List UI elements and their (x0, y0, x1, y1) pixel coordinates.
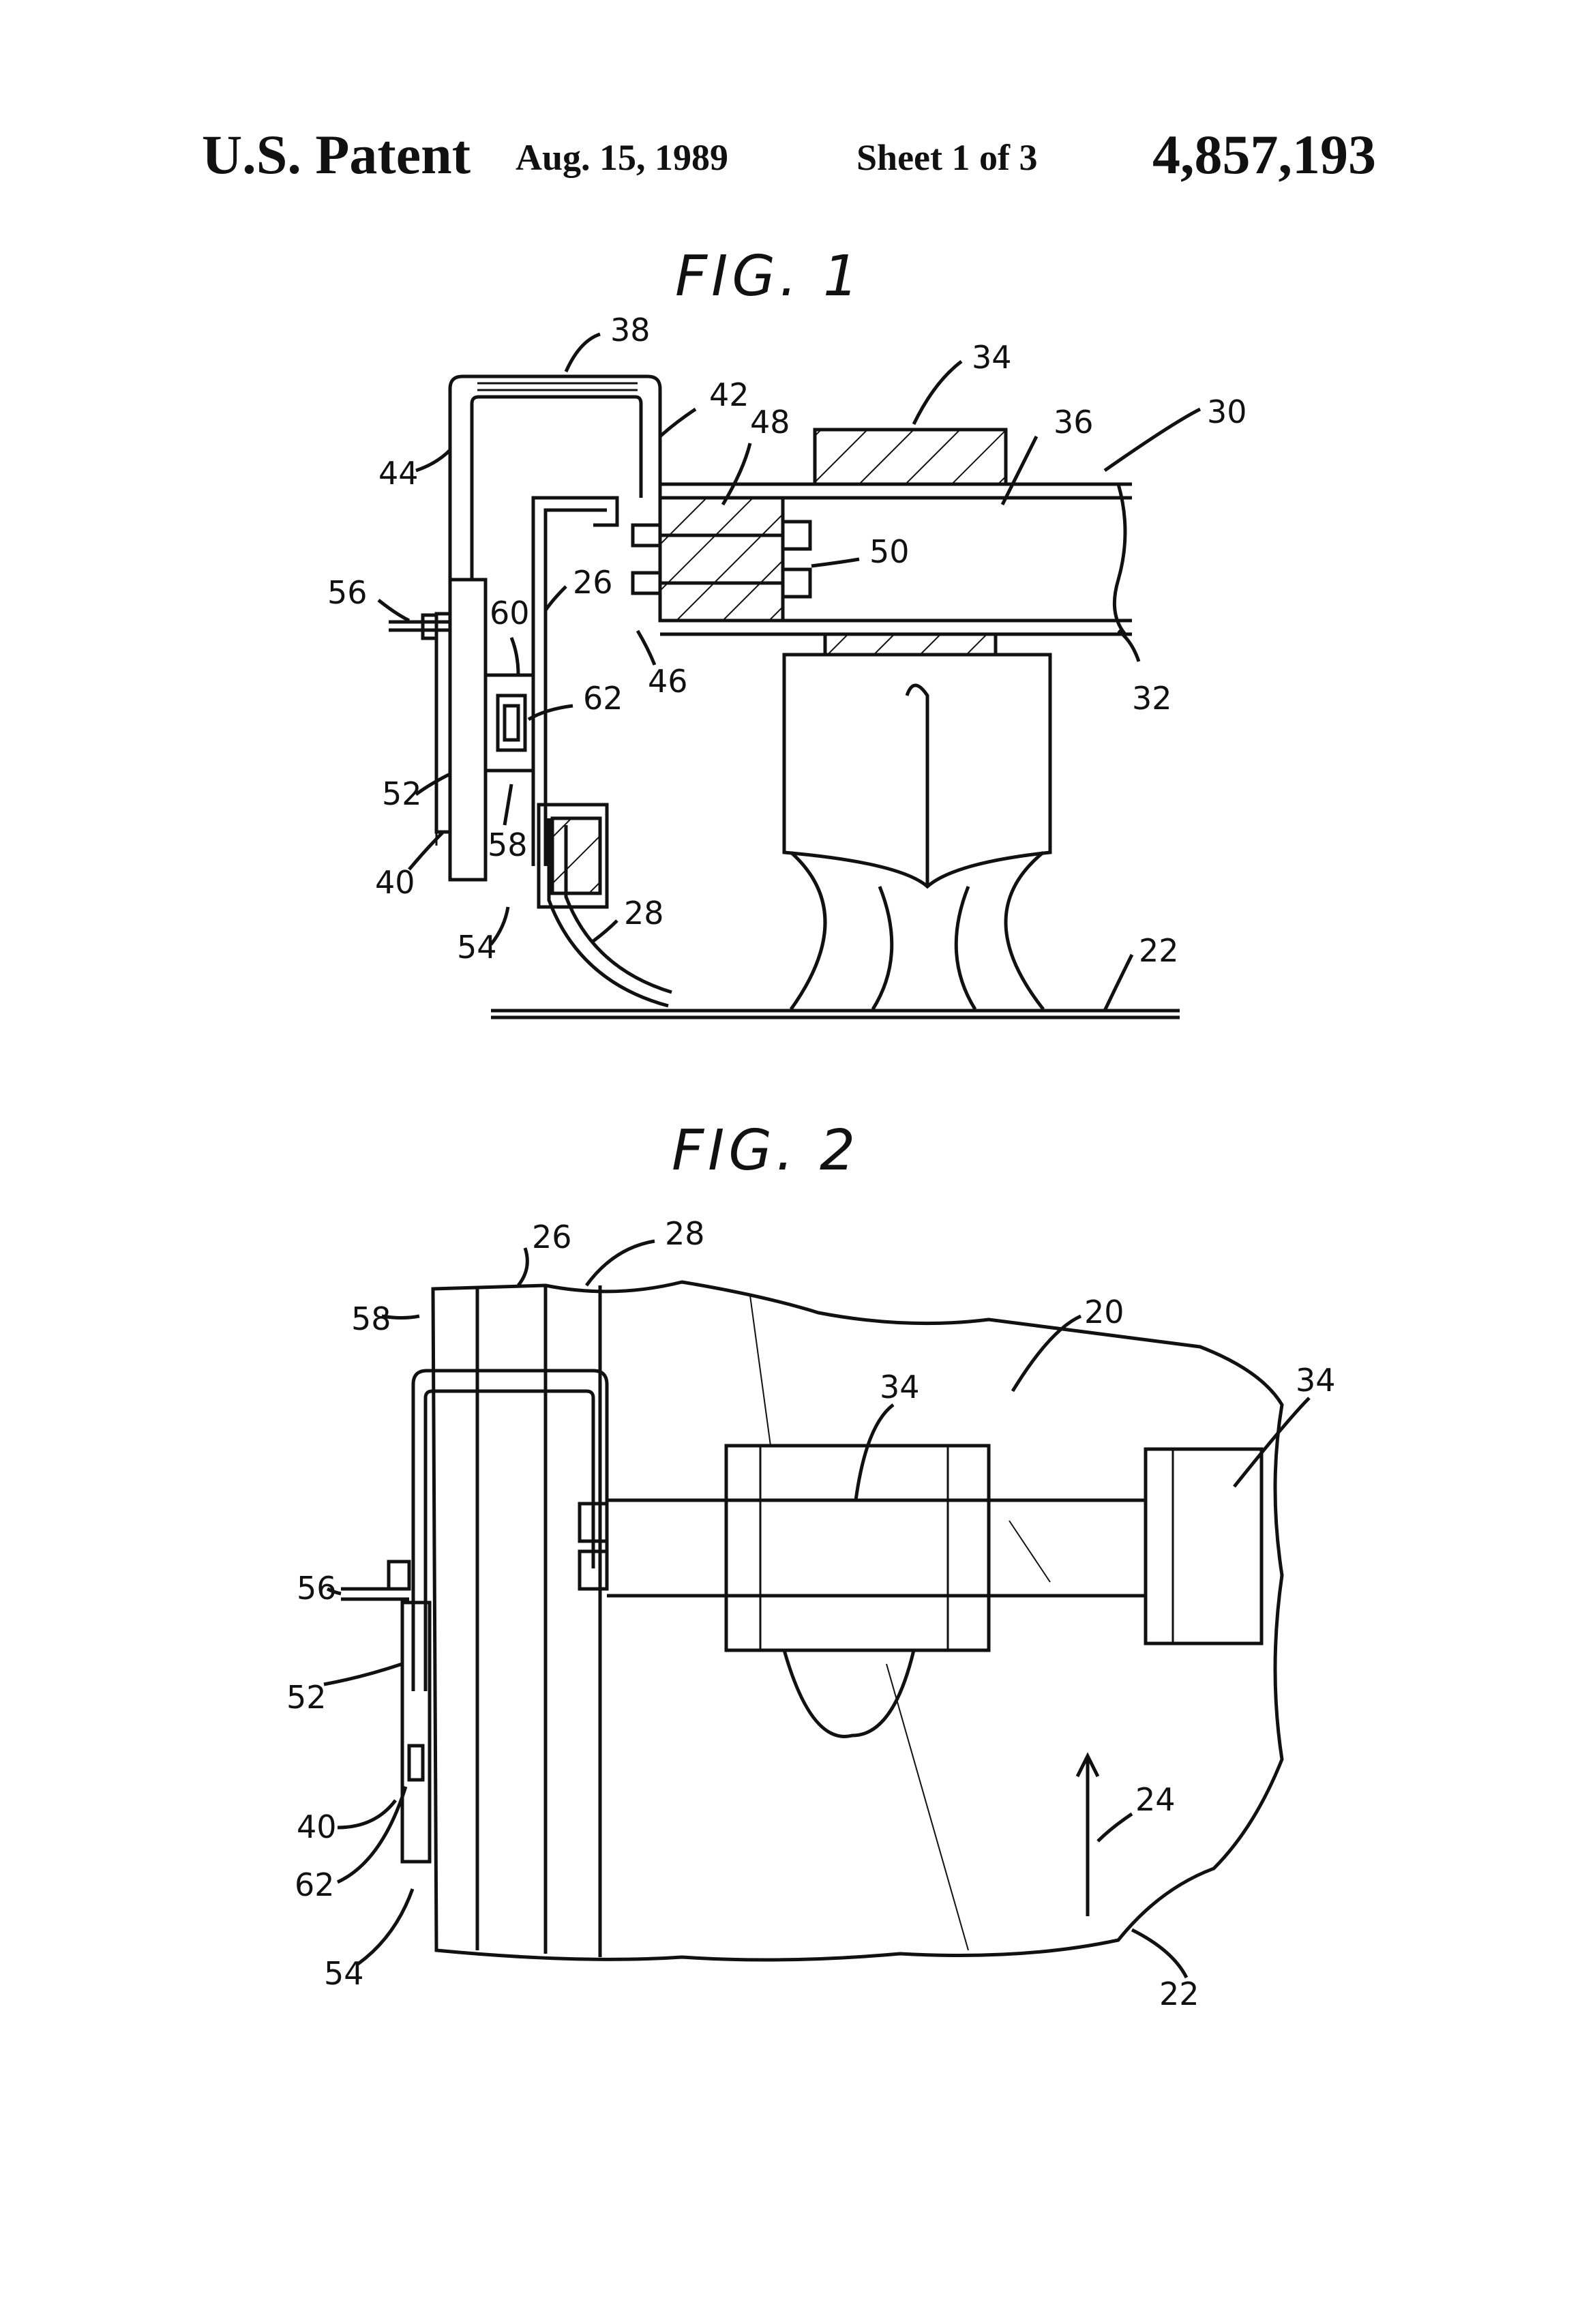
sheet-number: Sheet 1 of 3 (856, 137, 1038, 178)
fig2-label: 58 (351, 1300, 391, 1337)
fig2-label: 22 (1159, 1976, 1199, 2012)
fig1-label: 52 (382, 775, 422, 812)
patent-label: U.S. Patent (202, 123, 471, 185)
fig2-title: FIG. 2 (672, 1118, 860, 1183)
fig1-label: 44 (378, 455, 419, 492)
fig1-label: 30 (1207, 393, 1247, 430)
fig1-label: 62 (583, 680, 623, 717)
fig2-label: 34 (1296, 1362, 1336, 1399)
fig1-label: 50 (869, 533, 910, 570)
fig1-label: 34 (972, 339, 1012, 376)
fig1-title: FIG. 1 (675, 244, 863, 309)
fig2-label: 54 (324, 1955, 364, 1992)
fig1-label: 36 (1054, 404, 1094, 441)
fig1-label: 32 (1132, 680, 1172, 717)
fig2-label: 20 (1084, 1294, 1124, 1330)
fig1-label: 26 (573, 564, 613, 601)
fig2-label: 24 (1135, 1781, 1176, 1818)
fig1-drawing: 38 42 48 34 36 30 44 56 60 26 50 62 46 3… (327, 312, 1247, 1019)
fig1-label: 60 (490, 595, 530, 631)
fig2-label: 52 (286, 1679, 327, 1716)
fig2-label: 34 (880, 1369, 920, 1405)
fig1-label: 48 (750, 404, 790, 441)
fig1-label: 56 (327, 574, 368, 611)
patent-date: Aug. 15, 1989 (516, 137, 729, 178)
fig1-label: 54 (457, 929, 497, 966)
fig2-label: 28 (665, 1215, 705, 1252)
fig1-label: 46 (648, 663, 688, 700)
fig1-label: 38 (610, 312, 651, 348)
fig1-label: 22 (1139, 932, 1179, 969)
fig1-label: 58 (488, 826, 528, 863)
patent-number: 4,857,193 (1152, 123, 1376, 185)
fig1-label: 40 (375, 864, 415, 901)
fig2-label: 26 (532, 1219, 572, 1255)
fig2-label: 56 (297, 1570, 337, 1607)
fig1-label: 42 (709, 376, 749, 413)
fig1-label: 28 (624, 895, 664, 932)
fig2-label: 62 (295, 1866, 335, 1903)
fig2-label: 40 (297, 1808, 337, 1845)
